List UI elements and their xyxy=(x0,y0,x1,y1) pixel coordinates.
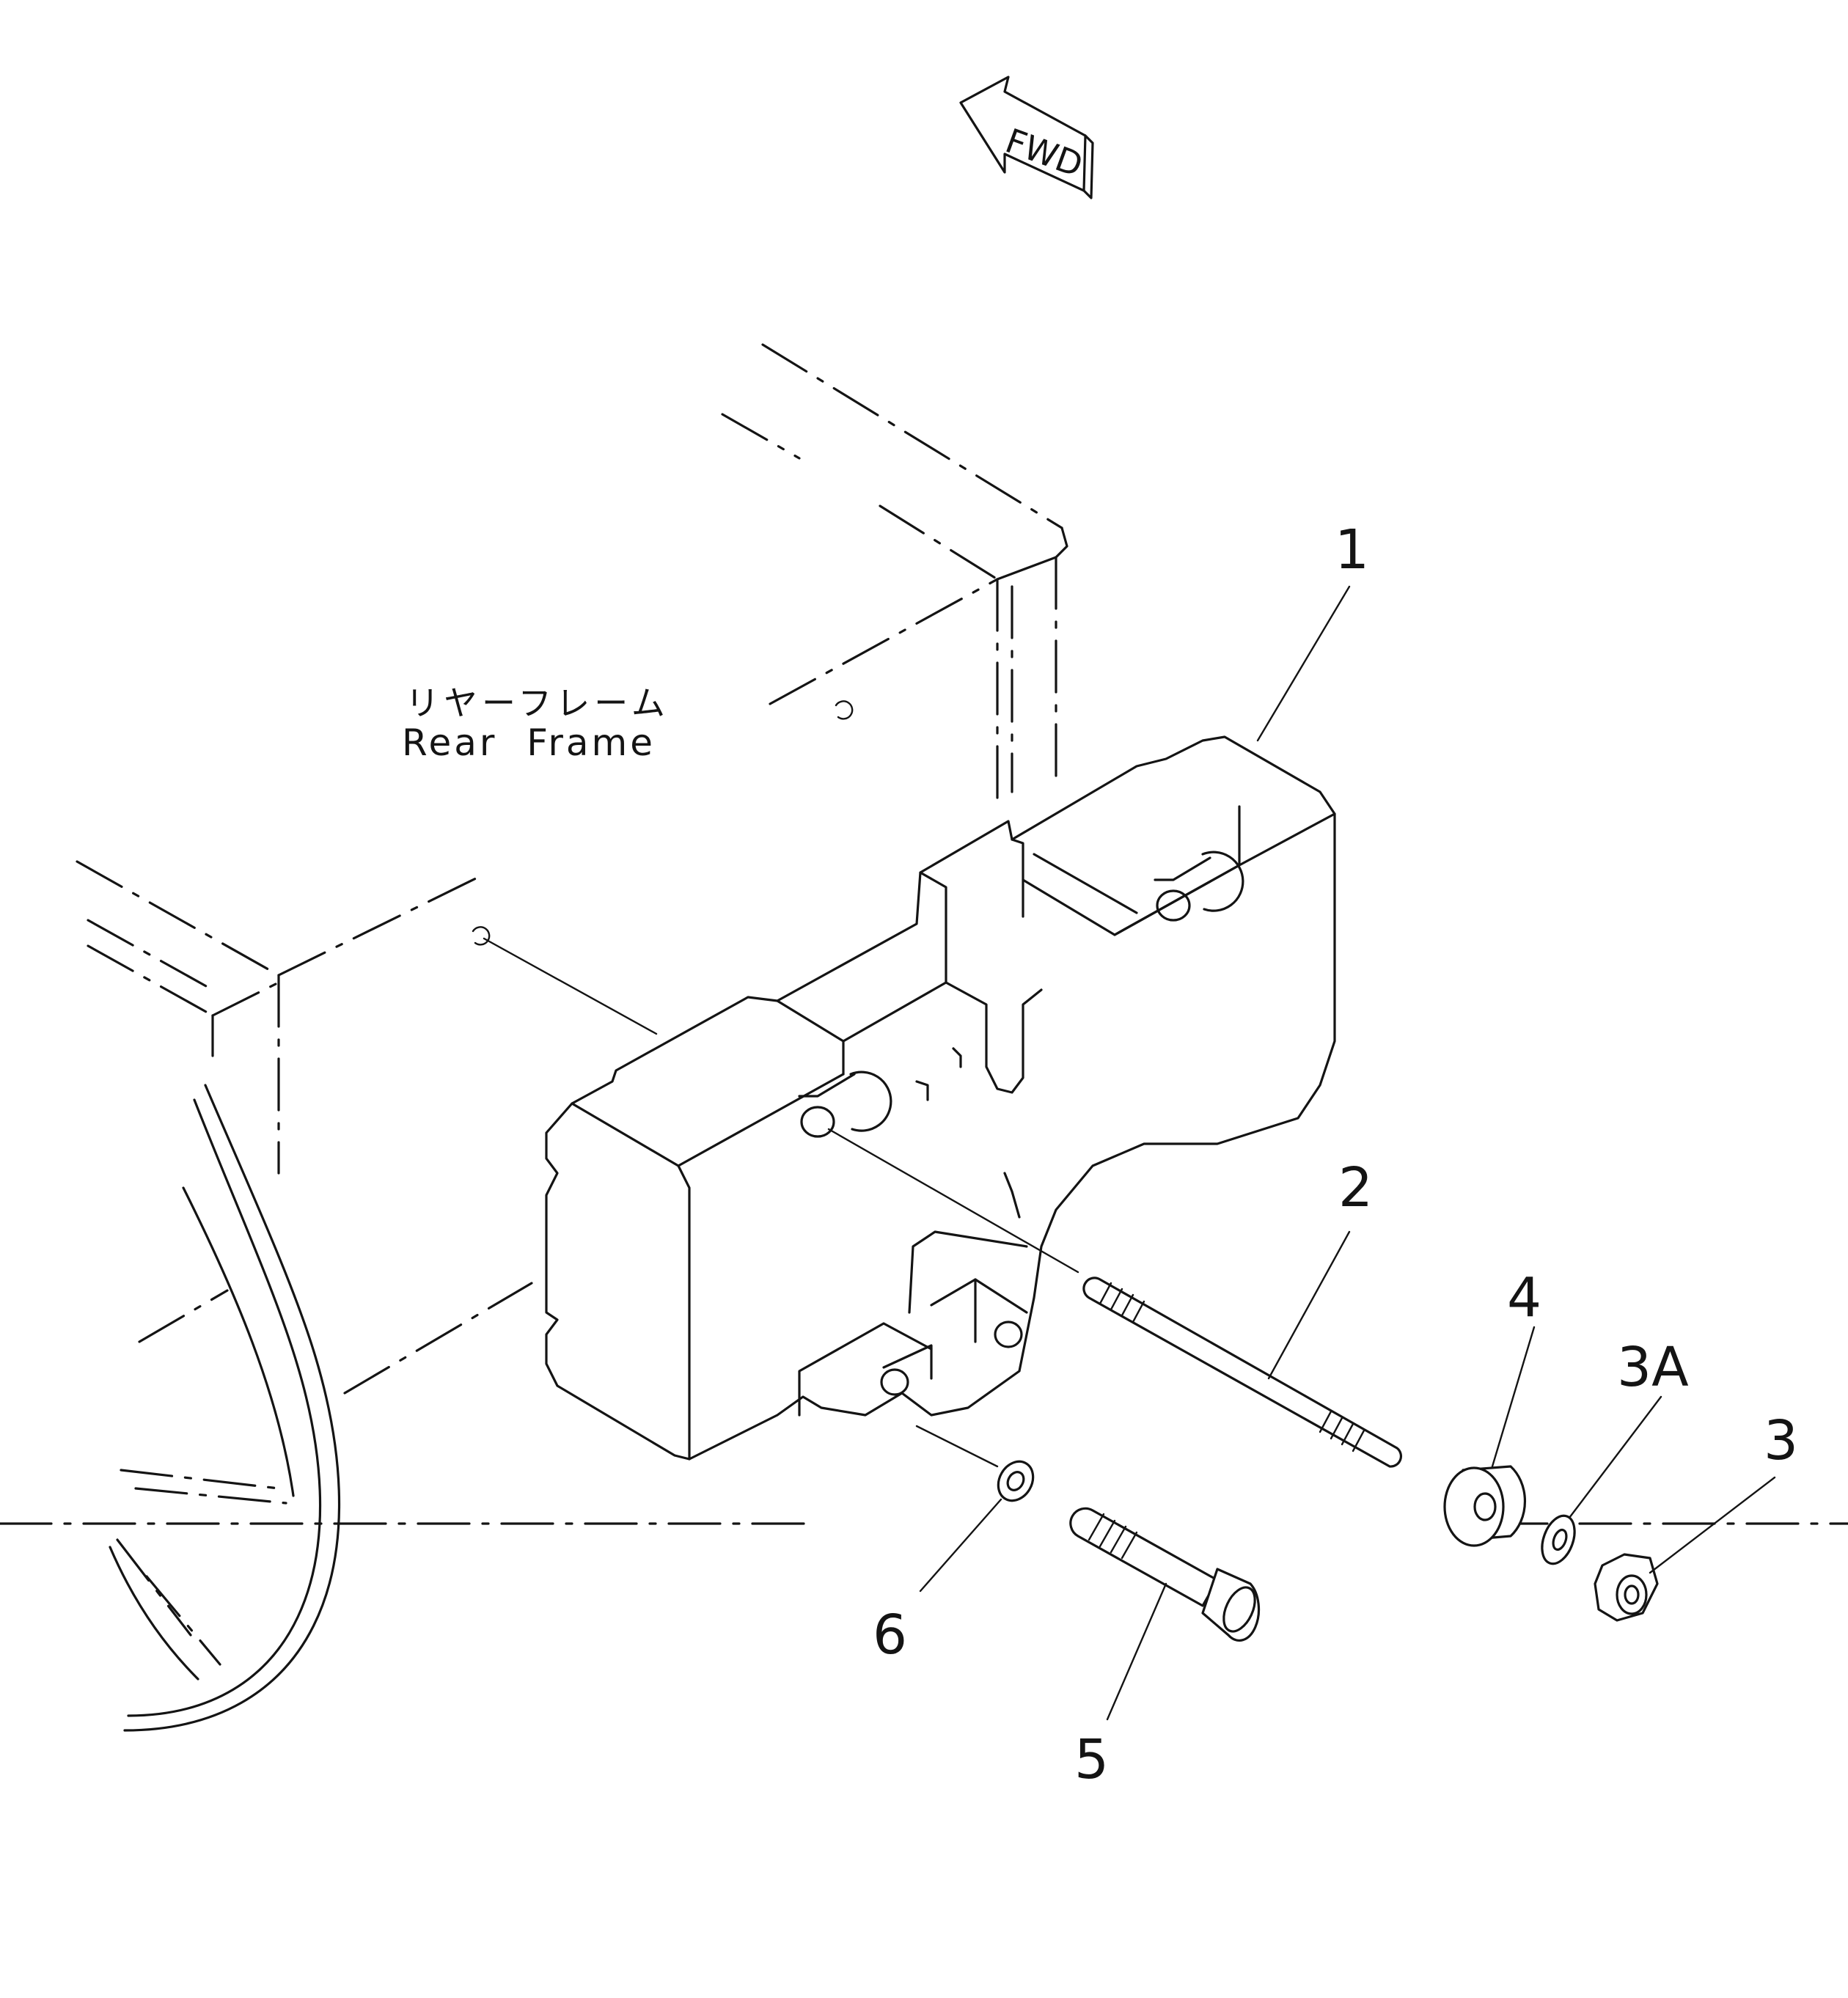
callout-2: 2 xyxy=(1338,1156,1373,1219)
long-bolt xyxy=(827,1128,1403,1468)
callout-3: 3 xyxy=(1764,1409,1798,1472)
washer-3a xyxy=(1541,1514,1576,1565)
callout-4: 4 xyxy=(1507,1266,1541,1329)
frame-mount-holes xyxy=(472,700,854,1035)
callout-1: 1 xyxy=(1335,518,1369,581)
counterweight xyxy=(545,735,1336,1461)
rear-frame-label-en: Rear Frame xyxy=(402,721,656,764)
short-bolt xyxy=(1069,1507,1261,1642)
callout-leaders xyxy=(919,585,1776,1721)
spacer-collar xyxy=(1443,1465,1526,1547)
callout-5: 5 xyxy=(1074,1728,1109,1791)
callout-3a: 3A xyxy=(1617,1336,1689,1399)
fwd-arrow-icon: FWD xyxy=(959,76,1094,199)
rear-frame-label-jp: リヤーフレーム xyxy=(406,683,670,723)
washer-6 xyxy=(915,1425,1035,1502)
rear-frame-outline xyxy=(0,343,1848,1732)
callouts: 1 2 3 3A 4 5 6 xyxy=(873,518,1798,1791)
rear-frame-label: リヤーフレーム Rear Frame xyxy=(402,683,670,764)
hex-nut xyxy=(1594,1553,1659,1622)
callout-6: 6 xyxy=(873,1604,907,1667)
